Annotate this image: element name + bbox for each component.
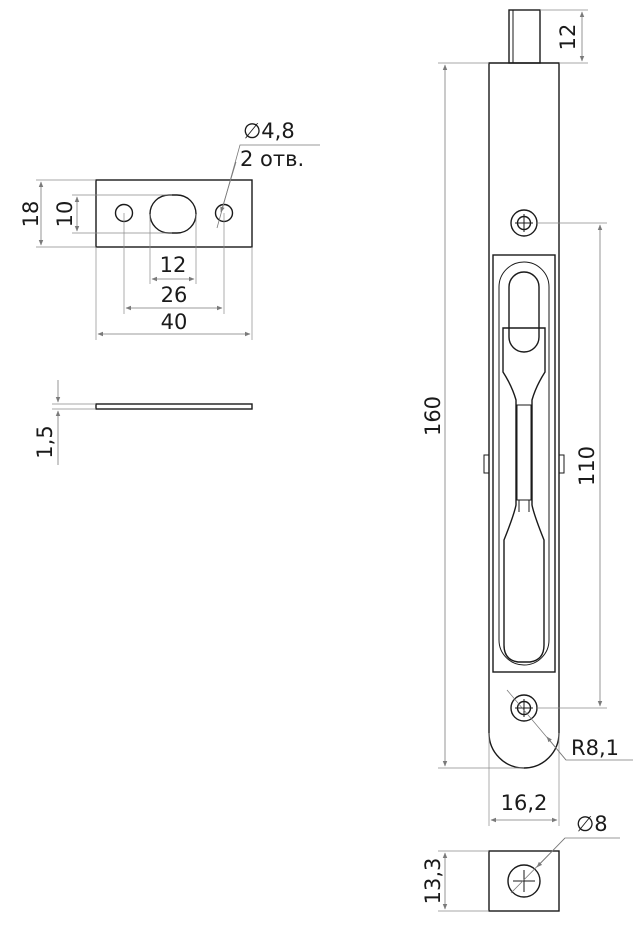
label-plate-thickness: 1,5 [33,425,57,458]
label-slot-height: 10 [53,201,77,228]
label-pin-diameter: ∅8 [576,812,608,836]
label-end-height: 13,3 [421,858,445,905]
bolt-upper-slot [508,271,540,353]
end-view-pin [507,864,541,898]
bolt-body [488,62,560,769]
label-total-length: 160 [421,396,445,436]
label-hole-spacing-bolt: 110 [575,446,599,486]
hole-note-count: 2 отв. [240,147,304,171]
end-view-outline [488,850,560,912]
bolt-recess-frame [492,254,556,673]
label-pin-height: 12 [556,24,580,51]
label-hole-spacing: 26 [161,283,188,307]
label-slot-width: 12 [160,253,187,277]
strike-plate-bolt-slot [149,194,197,234]
strike-plate-side-outline [95,403,253,410]
bolt-pin [508,9,541,64]
bolt-lever [502,327,546,663]
label-radius: R8,1 [571,736,619,760]
strike-plate-side-view: 1,5 [33,380,253,465]
label-bolt-width: 16,2 [501,791,548,815]
bolt-end-view: ∅8 13,3 [421,812,620,912]
label-plate-length: 40 [161,310,188,334]
strike-plate-top-view: ∅4,8 2 отв. 18 10 12 26 40 [19,119,320,340]
strike-plate-outline [95,179,253,248]
flush-bolt-front-view: 12 160 110 R8,1 16,2 [421,9,633,826]
label-plate-height: 18 [19,201,43,228]
hole-note-diameter: ∅4,8 [243,119,295,143]
